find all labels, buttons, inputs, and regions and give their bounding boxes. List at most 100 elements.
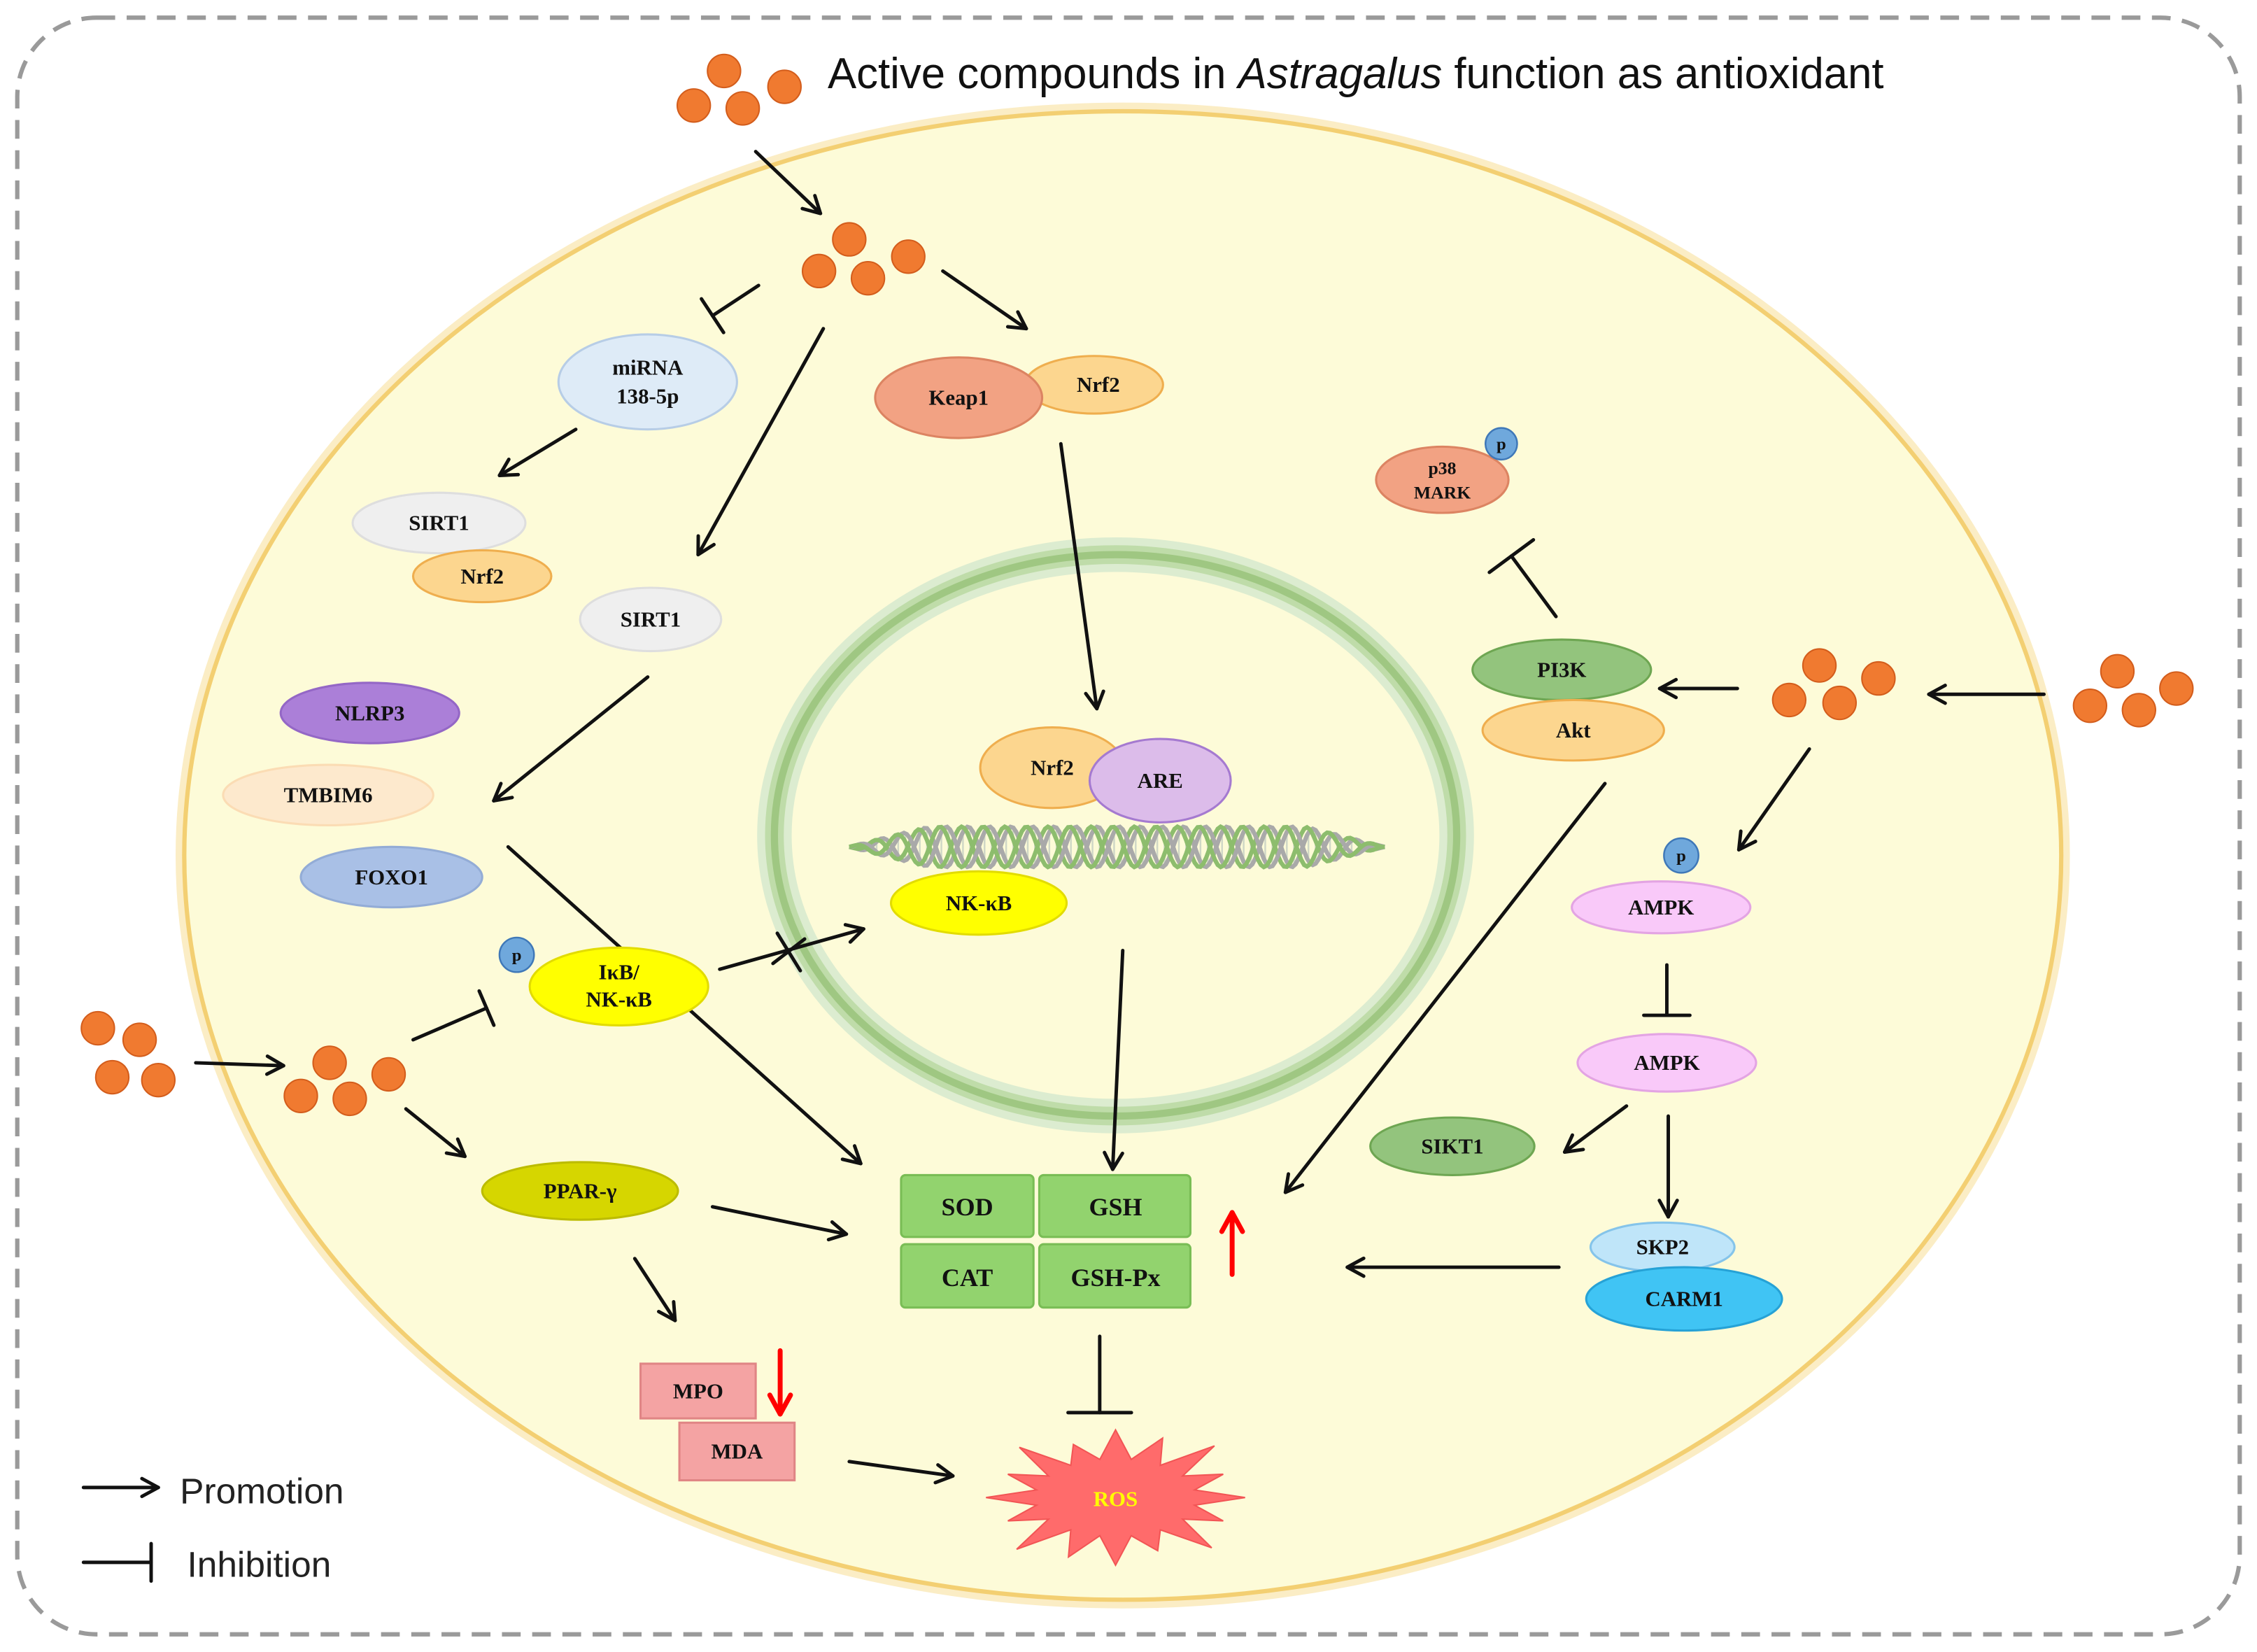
ppar-gamma-shape: [481, 1161, 679, 1221]
arrowhead: [264, 1054, 285, 1076]
node-sirt1: SIRT1: [579, 586, 723, 653]
nrf2-shape: [411, 549, 553, 604]
mpo-shape: [639, 1362, 757, 1420]
compound-cluster-left-outside: [80, 1010, 176, 1098]
mda-label: MDA: [712, 1440, 763, 1464]
compound-dot: [141, 1062, 176, 1098]
arrowhead: [1345, 1256, 1366, 1278]
skp2-label: SKP2: [1636, 1236, 1689, 1259]
blocked-mark-stroke-b: [771, 937, 807, 966]
compound-dot: [2072, 689, 2108, 723]
node-nlrp3: NLRP3: [279, 682, 460, 744]
sirt1-label: SIRT1: [409, 511, 469, 535]
akt-label: Akt: [1556, 719, 1591, 742]
arrowhead: [840, 1144, 863, 1166]
compound-dot: [2159, 671, 2194, 706]
phosphorylation-label: p: [1676, 847, 1686, 866]
arrowhead: [1927, 684, 1947, 705]
tmbim6-shape: [222, 763, 434, 827]
arrowhead: [800, 194, 823, 216]
p38-label: p38: [1429, 458, 1457, 478]
compound-dot: [122, 1022, 157, 1057]
compound-cluster-right-inside: [1771, 648, 1896, 721]
pathway-edges: [194, 150, 2046, 1485]
arrowhead: [1562, 1133, 1585, 1154]
phosphorylation-badge: [1485, 427, 1518, 461]
legend-promotion: Promotion: [81, 1471, 344, 1511]
phosphorylation-label: p: [1497, 435, 1506, 453]
sirt1-shape: [579, 586, 723, 653]
node-skp2-carm1-complex: SKP2 CARM1: [1585, 1221, 1783, 1332]
inhibition-bar: [700, 297, 726, 334]
are-shape: [1088, 737, 1232, 824]
dna-strand-green-b: [849, 824, 1385, 870]
compound-cluster-top-outside: [676, 53, 802, 126]
node-mirna-138-5p: miRNA 138-5p: [557, 333, 738, 431]
gsh-px-box: [1038, 1243, 1192, 1309]
carm1-shape: [1585, 1266, 1783, 1332]
inhibit-compounds-to-ikb: [411, 1006, 488, 1042]
mpo-label: MPO: [673, 1379, 723, 1403]
compound-cluster-left-inside: [283, 1045, 406, 1117]
ampk-label: AMPK: [1628, 896, 1694, 919]
sod-label: SOD: [942, 1193, 993, 1221]
inhibition-bar: [1487, 538, 1536, 574]
nkkb-label: NK-κB: [946, 891, 1012, 915]
legend-inhibition: Inhibition: [81, 1541, 331, 1584]
compound-cluster-top-inside: [801, 222, 926, 296]
arrowhead: [497, 458, 521, 477]
compound-dot: [850, 260, 886, 296]
sirt1-label: SIRT1: [621, 608, 681, 632]
are-label: ARE: [1138, 769, 1183, 793]
ros-label: ROS: [1094, 1488, 1138, 1511]
nrf2-label: Nrf2: [460, 565, 504, 588]
compound-dot: [767, 69, 802, 104]
node-pi3k-akt-complex: PI3K Akt: [1471, 638, 1665, 762]
compound-dot: [312, 1045, 347, 1080]
inhibition-bar: [477, 989, 496, 1027]
arrow-nkkb-to-antioxidant-enzymes: [1110, 948, 1125, 1171]
mirna-shape: [557, 333, 738, 431]
compound-dot: [94, 1059, 130, 1095]
nkkb-shape: [889, 870, 1068, 936]
compound-dot: [801, 253, 837, 289]
arrowhead: [1103, 1150, 1124, 1171]
sod-box: [900, 1173, 1035, 1238]
arrow-mda-to-ros: [847, 1460, 955, 1478]
arrowhead: [843, 923, 865, 944]
mirna-label-line1: miRNA: [612, 356, 684, 380]
title-genus: Astragalus: [1236, 50, 1443, 98]
keap1-label: Keap1: [928, 386, 989, 410]
node-ampk: AMPK: [1576, 1033, 1757, 1093]
compound-dot: [725, 91, 760, 126]
compound-dot: [1822, 685, 1858, 721]
arrowhead: [1657, 677, 1678, 700]
compound-dot: [283, 1078, 318, 1113]
compound-dot: [2121, 693, 2156, 728]
nrf2-label: Nrf2: [1031, 756, 1074, 779]
nlrp3-label: NLRP3: [335, 701, 404, 725]
sikt1-label: SIKT1: [1421, 1135, 1483, 1159]
node-nkkb-nucleus: NK-κB: [889, 870, 1068, 936]
arrowhead: [444, 1137, 467, 1159]
ros-burst: [986, 1428, 1245, 1567]
inhibit-compounds-to-mirna: [710, 283, 760, 318]
arrow-keap1-nrf2-to-nucleus-nrf2: [1059, 442, 1099, 711]
gsh-box: [1038, 1173, 1192, 1238]
compound-cluster-right-outside: [2072, 654, 2194, 728]
arrow-compounds-to-sirt1: [696, 327, 826, 557]
gsh-label: GSH: [1089, 1193, 1142, 1221]
tmbim6-label: TMBIM6: [284, 784, 373, 807]
ppar-gamma-label: PPAR-γ: [544, 1179, 617, 1203]
node-ampk-phosphorylated: AMPK p: [1571, 837, 1752, 935]
node-sirt1-nrf2-complex: SIRT1 Nrf2: [351, 491, 553, 604]
antioxidant-enzymes-grid: SOD GSH CAT GSH-Px: [900, 1173, 1192, 1309]
gsh-px-label: GSH-Px: [1070, 1264, 1160, 1292]
arrowhead: [767, 1392, 793, 1417]
ampk-label: AMPK: [1634, 1051, 1699, 1075]
arrow-compounds-to-keap1-nrf2: [941, 269, 1028, 331]
node-ros: ROS: [986, 1428, 1245, 1567]
arrowhead: [1736, 829, 1757, 852]
foxo1-label: FOXO1: [355, 866, 428, 889]
